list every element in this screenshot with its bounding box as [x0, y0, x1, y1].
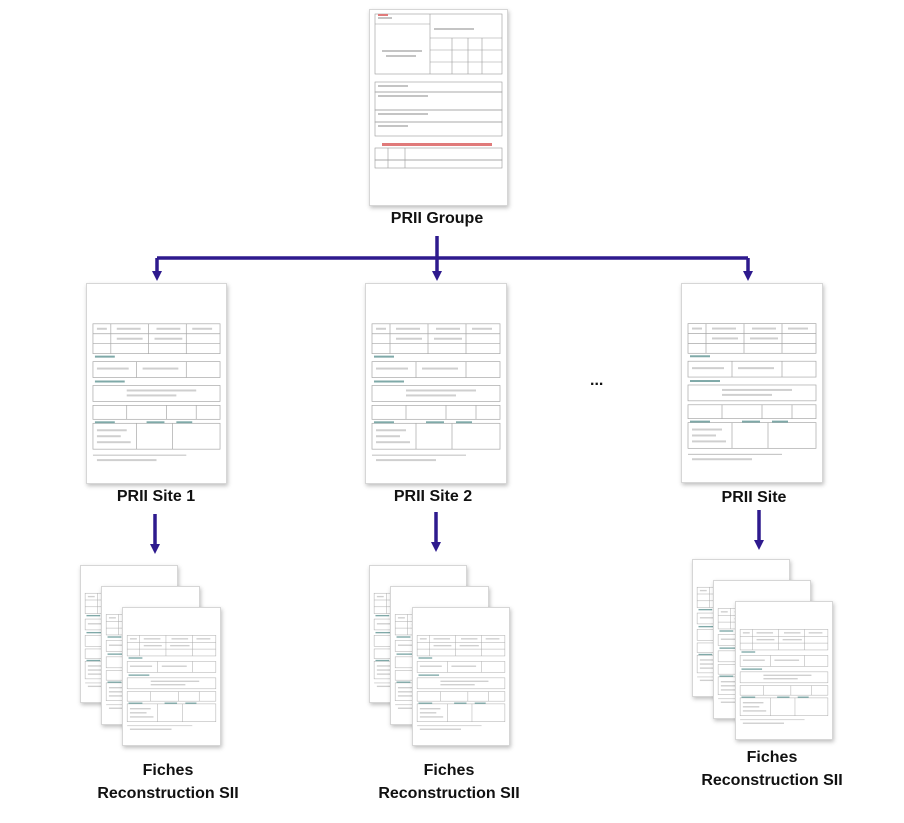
fiches-1-label-line1: Fiches [142, 762, 194, 779]
fiche-2c-thumbnail [412, 607, 510, 746]
fiche-1c-thumbnail [122, 607, 221, 746]
site-n-label: PRII Site [721, 489, 787, 506]
prii-site-1-document-thumbnail [86, 283, 227, 484]
root-label: PRII Groupe [390, 210, 484, 227]
prii-site-2-document-thumbnail [365, 283, 507, 484]
fiches-1-label-line2: Reconstruction SII [97, 785, 239, 802]
fiches-3-label-line1: Fiches [746, 749, 798, 766]
fiches-2-label-line1: Fiches [423, 762, 475, 779]
prii-groupe-document-thumbnail [369, 9, 508, 206]
fiches-2-label-line2: Reconstruction SII [378, 785, 520, 802]
site-2-label: PRII Site 2 [393, 488, 473, 505]
more-sites-ellipsis: ... [590, 372, 604, 389]
fiche-3c-thumbnail [735, 601, 833, 740]
fiches-3-label-line2: Reconstruction SII [701, 772, 843, 789]
site-1-label: PRII Site 1 [116, 488, 196, 505]
prii-site-n-document-thumbnail [681, 283, 823, 483]
